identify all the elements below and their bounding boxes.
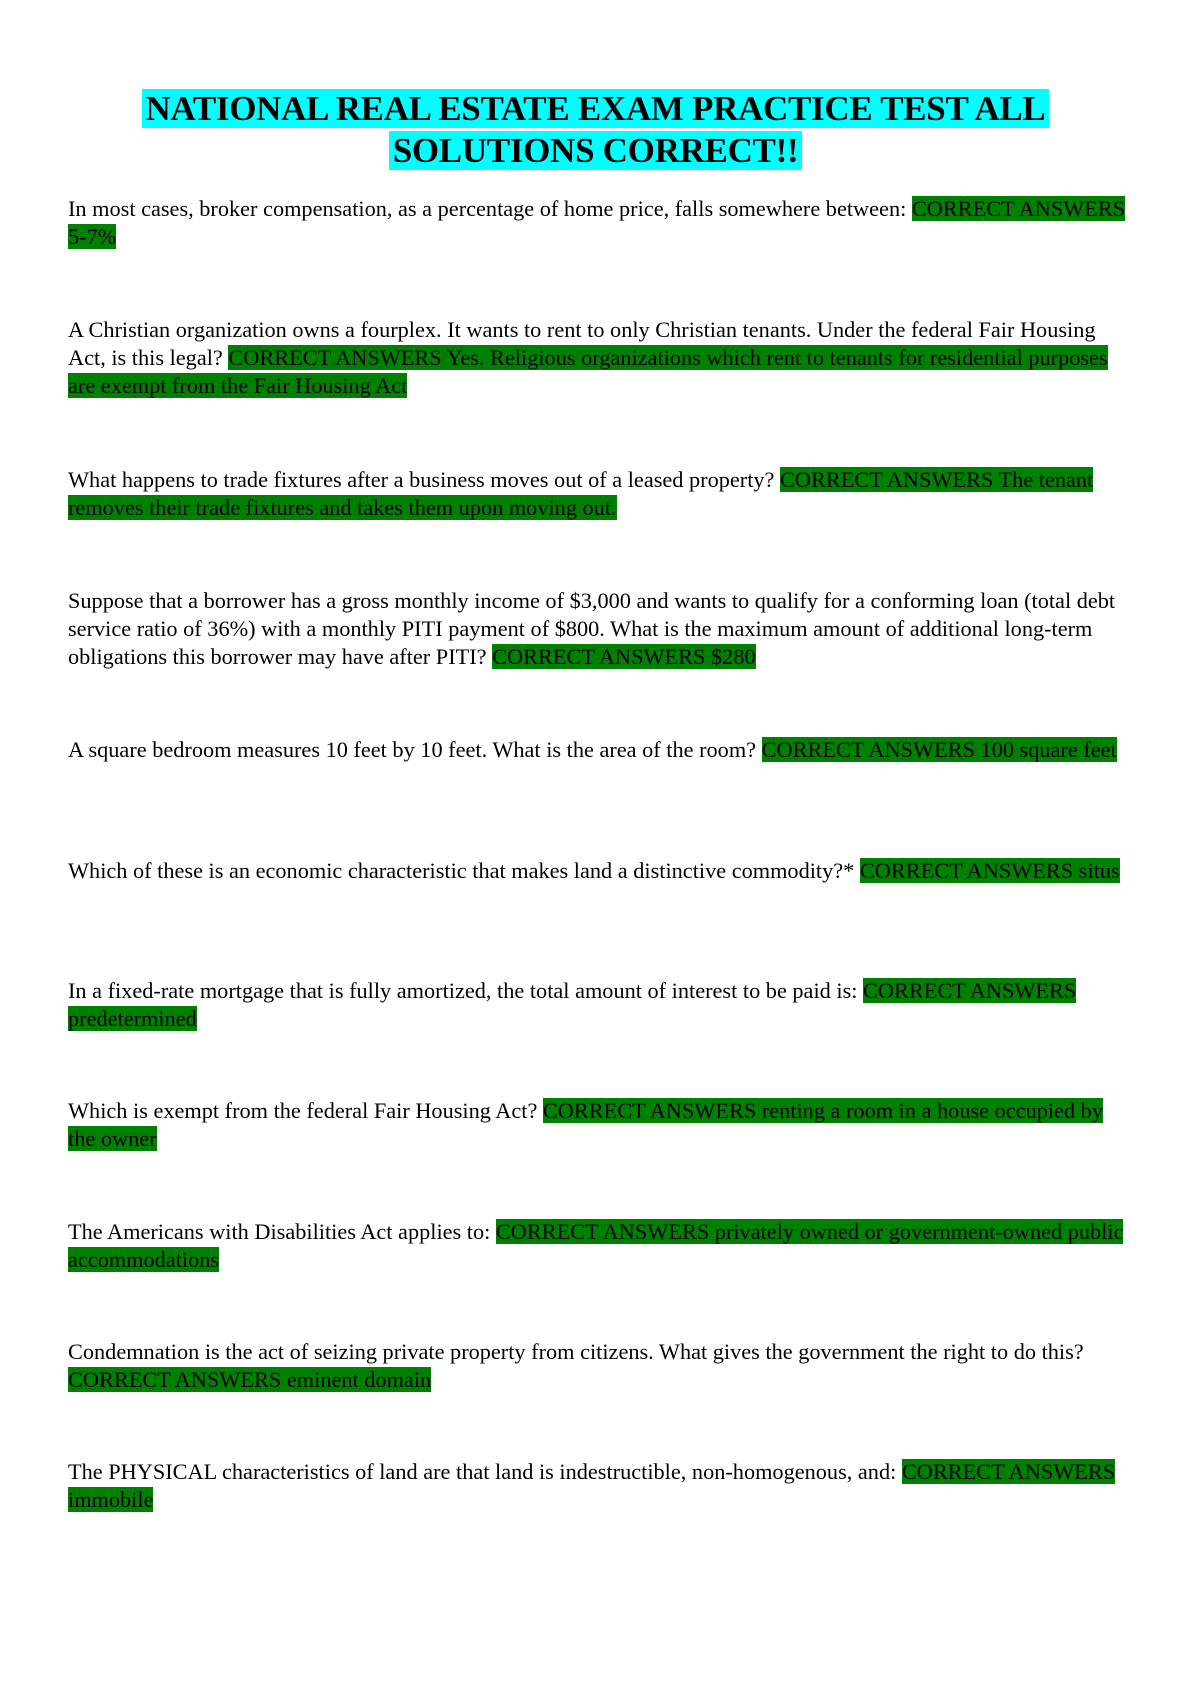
qa-item-8: Which is exempt from the federal Fair Ho… <box>68 1097 1128 1153</box>
document-title: NATIONAL REAL ESTATE EXAM PRACTICE TEST … <box>60 88 1131 172</box>
qa-item-3: What happens to trade fixtures after a b… <box>68 466 1128 522</box>
qa-item-5: A square bedroom measures 10 feet by 10 … <box>68 736 1128 764</box>
question-text: Condemnation is the act of seizing priva… <box>68 1339 1084 1364</box>
qa-item-6: Which of these is an economic characteri… <box>68 857 1128 885</box>
qa-item-9: The Americans with Disabilities Act appl… <box>68 1218 1128 1274</box>
qa-item-1: In most cases, broker compensation, as a… <box>68 195 1128 251</box>
question-text: Suppose that a borrower has a gross mont… <box>68 588 1116 669</box>
qa-item-10: Condemnation is the act of seizing priva… <box>68 1338 1128 1394</box>
qa-item-4: Suppose that a borrower has a gross mont… <box>68 587 1128 671</box>
question-text: Which of these is an economic characteri… <box>68 858 860 883</box>
qa-item-7: In a fixed-rate mortgage that is fully a… <box>68 977 1128 1033</box>
qa-item-11: The PHYSICAL characteristics of land are… <box>68 1458 1128 1514</box>
question-text: A square bedroom measures 10 feet by 10 … <box>68 737 762 762</box>
answer-text: CORRECT ANSWERS situs <box>859 858 1120 883</box>
question-text: In a fixed-rate mortgage that is fully a… <box>68 978 864 1003</box>
answer-text: CORRECT ANSWERS 100 square feet <box>761 737 1117 762</box>
question-text: The Americans with Disabilities Act appl… <box>68 1219 496 1244</box>
qa-item-2: A Christian organization owns a fourplex… <box>68 316 1128 400</box>
question-text: What happens to trade fixtures after a b… <box>68 467 781 492</box>
title-line-1: NATIONAL REAL ESTATE EXAM PRACTICE TEST … <box>141 89 1050 128</box>
answer-text: CORRECT ANSWERS $280 <box>492 644 756 669</box>
title-line-2: SOLUTIONS CORRECT!! <box>388 131 803 170</box>
question-text: The PHYSICAL characteristics of land are… <box>68 1459 902 1484</box>
question-text: A Christian organization owns a fourplex… <box>68 317 1096 370</box>
question-text: Which is exempt from the federal Fair Ho… <box>68 1098 543 1123</box>
question-text: In most cases, broker compensation, as a… <box>68 196 912 221</box>
answer-text: CORRECT ANSWERS eminent domain <box>68 1367 432 1392</box>
